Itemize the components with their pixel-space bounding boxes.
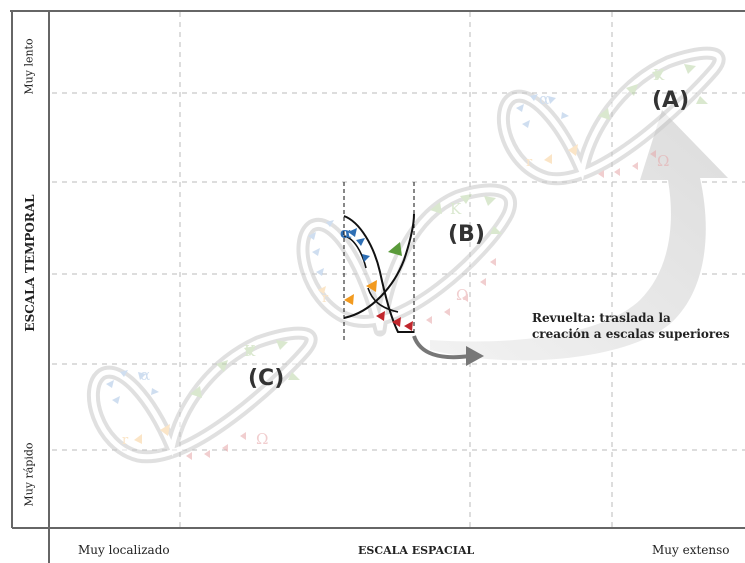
alpha-symbol: α xyxy=(140,366,150,384)
kappa-symbol: K xyxy=(244,342,256,360)
cycle-b-label: (B) xyxy=(448,222,485,247)
omega-symbol: Ω xyxy=(456,286,468,304)
cycle-b: K Ω r xyxy=(296,183,517,337)
revolt-large-arrow xyxy=(430,110,728,361)
x-axis-title: ESCALA ESPACIAL xyxy=(358,544,475,557)
revolt-segment: α xyxy=(340,182,415,343)
cycle-c: α K Ω r xyxy=(87,326,318,464)
alpha-symbol: α xyxy=(539,90,549,108)
kappa-symbol: K xyxy=(653,66,665,84)
omega-symbol: Ω xyxy=(256,430,268,448)
r-symbol: r xyxy=(322,291,329,306)
revolt-annotation-line-2: creación a escalas superiores xyxy=(532,327,730,341)
x-axis-right-label: Muy extenso xyxy=(652,543,730,557)
axis-frame xyxy=(10,10,745,563)
r-symbol: r xyxy=(122,433,129,448)
kappa-symbol: K xyxy=(450,200,462,218)
r-symbol: r xyxy=(526,155,533,170)
cycle-a-label: (A) xyxy=(652,88,690,113)
revolt-small-arrow xyxy=(412,335,484,366)
cycle-c-label: (C) xyxy=(248,366,285,391)
cycle-a: α K Ω r xyxy=(497,46,726,186)
y-axis-bottom-label: Muy rápido xyxy=(22,442,36,507)
alpha-symbol: α xyxy=(340,224,352,242)
revolt-annotation: Revuelta: traslada la creación a escalas… xyxy=(532,310,730,342)
revolt-annotation-line-1: Revuelta: traslada la xyxy=(532,311,671,325)
y-axis-title: ESCALA TEMPORAL xyxy=(23,194,37,332)
y-axis-top-label: Muy lento xyxy=(22,38,36,95)
omega-symbol: Ω xyxy=(657,152,669,170)
x-axis-left-label: Muy localizado xyxy=(78,543,170,557)
